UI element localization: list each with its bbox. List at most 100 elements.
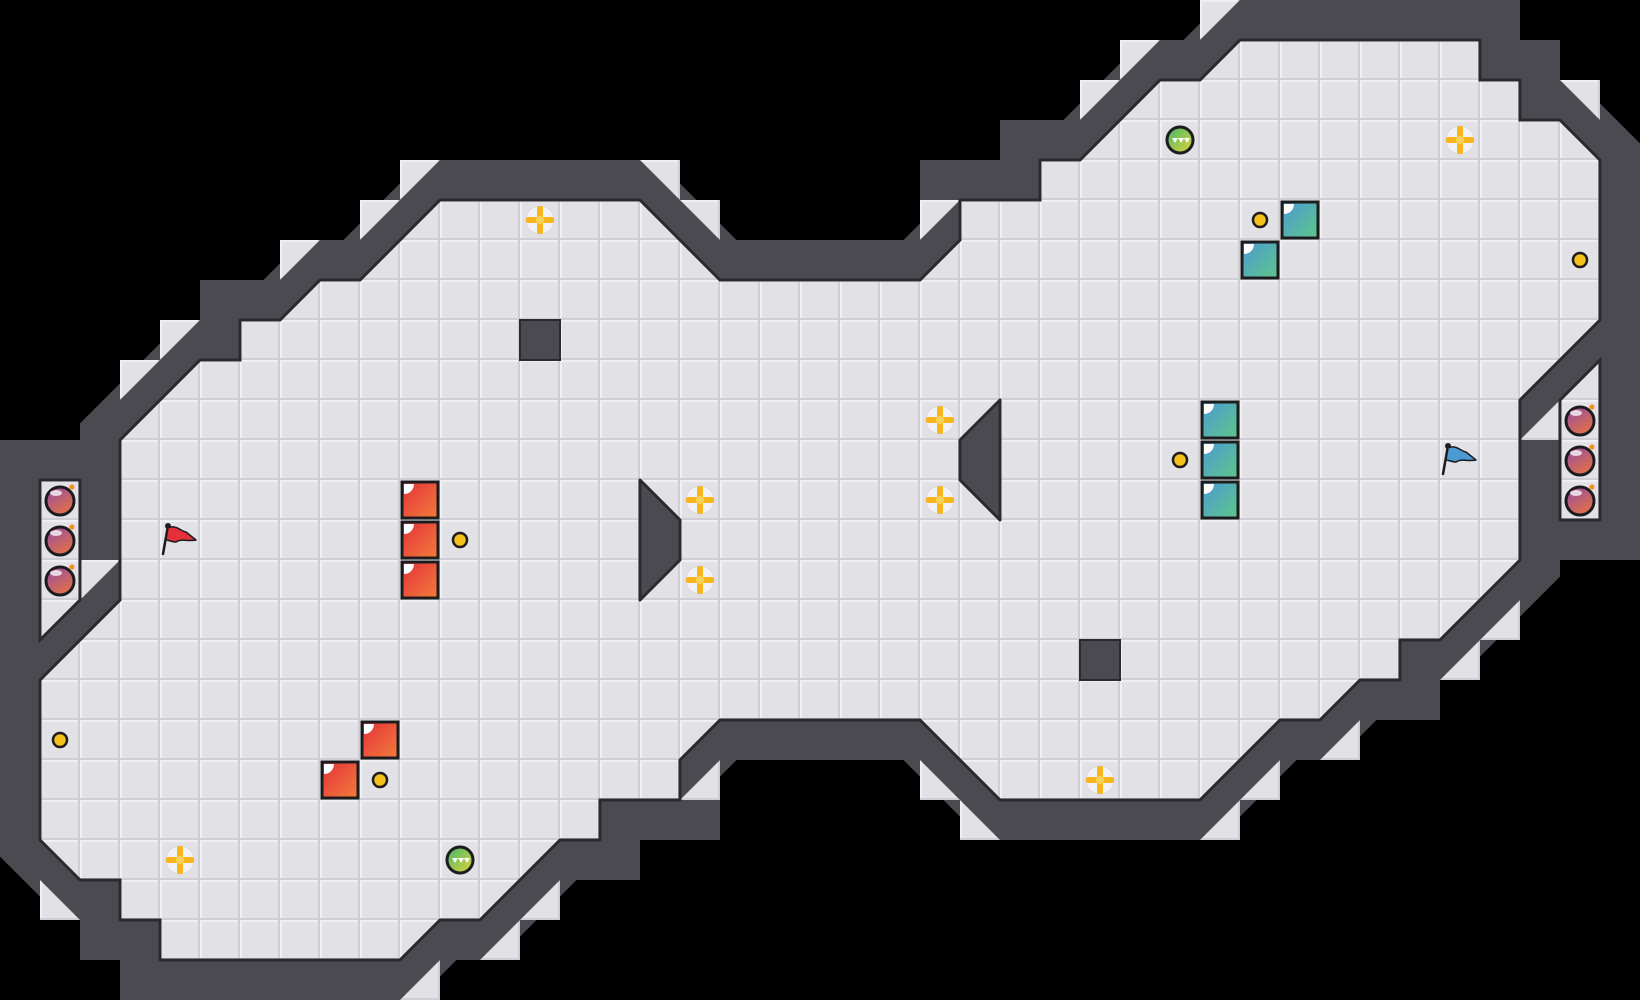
red-team-tile xyxy=(400,480,440,520)
red-team-tile xyxy=(400,520,440,560)
cross-center xyxy=(1096,776,1104,784)
entities xyxy=(44,125,1596,875)
boost-chevrons xyxy=(452,858,470,863)
blue-team-tile xyxy=(1200,480,1240,520)
corner-floor-triangle xyxy=(1080,80,1120,120)
corner-floor-triangle xyxy=(120,360,160,400)
yellow-dot-icon xyxy=(51,731,69,749)
tile-body xyxy=(1200,400,1240,440)
tile-body xyxy=(1280,200,1320,240)
blue-flag-icon xyxy=(1441,443,1477,476)
cross-center xyxy=(936,416,944,424)
tile-body xyxy=(1240,240,1280,280)
bomb-icon xyxy=(44,564,76,597)
yellow-dot-icon xyxy=(1251,211,1269,229)
bomb-fuse-spark xyxy=(1589,484,1595,490)
floor xyxy=(38,38,1602,962)
cross-center xyxy=(936,496,944,504)
bomb-fuse-spark xyxy=(69,564,75,570)
cross-center xyxy=(696,496,704,504)
yellow-dot-icon xyxy=(1171,451,1189,469)
flag-cloth xyxy=(1445,446,1477,463)
bomb-fuse-spark xyxy=(69,524,75,530)
wall-wedge xyxy=(958,398,1002,522)
corner-floor-triangle xyxy=(400,960,440,1000)
cross-center xyxy=(176,856,184,864)
tile-shine xyxy=(364,724,374,734)
bomb-shine xyxy=(1570,450,1582,456)
bomb-icon xyxy=(1564,444,1596,477)
blue-team-tile xyxy=(1280,200,1320,240)
corner-floor-triangle xyxy=(920,200,960,240)
powerup-cross-icon xyxy=(925,405,955,435)
corner-floor-triangle xyxy=(1200,0,1240,40)
wall-block xyxy=(1079,639,1121,681)
corner-floor-triangle xyxy=(640,160,680,200)
powerup-cross-icon xyxy=(685,485,715,515)
tile-shine xyxy=(404,524,414,534)
bomb-shine xyxy=(50,530,62,536)
wall-edge xyxy=(1558,356,1602,522)
corner-floor-triangle xyxy=(1560,80,1600,120)
yellow-dot-icon xyxy=(1571,251,1589,269)
corner-floor-triangle xyxy=(1520,400,1560,440)
bomb-shine xyxy=(1570,410,1582,416)
powerup-cross-icon xyxy=(525,205,555,235)
corner-floor-triangle xyxy=(920,760,960,800)
corner-floor-triangle xyxy=(1240,760,1280,800)
tile-shine xyxy=(1244,244,1254,254)
cross-center xyxy=(536,216,544,224)
cross-center xyxy=(696,576,704,584)
red-team-tile xyxy=(360,720,400,760)
tile-shine xyxy=(1204,484,1214,494)
red-team-tile xyxy=(320,760,360,800)
powerup-cross-icon xyxy=(1085,765,1115,795)
corner-floor-triangle xyxy=(1200,800,1240,840)
bomb-fuse-spark xyxy=(1589,404,1595,410)
powerup-cross-icon xyxy=(165,845,195,875)
bomb-alcove-floor xyxy=(40,480,80,640)
bomb-icon xyxy=(44,524,76,557)
bomb-icon xyxy=(1564,404,1596,437)
tile-shine xyxy=(404,564,414,574)
blue-team-tile xyxy=(1200,400,1240,440)
green-boost-icon xyxy=(445,845,475,875)
corner-floor-triangle xyxy=(40,880,80,920)
tile-shine xyxy=(404,484,414,494)
corner-floor-triangle xyxy=(1440,640,1480,680)
tile-body xyxy=(360,720,400,760)
corner-floor-triangle xyxy=(360,200,400,240)
bomb-shine xyxy=(50,570,62,576)
corner-floor-triangle xyxy=(160,320,200,360)
green-boost-icon xyxy=(1165,125,1195,155)
wall-edge xyxy=(38,38,1602,962)
tile-shine xyxy=(324,764,334,774)
bomb-icon xyxy=(1564,484,1596,517)
corner-floor-triangle xyxy=(1480,600,1520,640)
yellow-dot-icon xyxy=(451,531,469,549)
corner-floor-triangle xyxy=(1320,720,1360,760)
main-floor xyxy=(40,40,1600,960)
cross-center xyxy=(1456,136,1464,144)
corner-floor-triangle xyxy=(80,560,120,600)
red-team-tile xyxy=(400,560,440,600)
boost-chevrons xyxy=(1172,138,1190,143)
tile-shine xyxy=(1204,404,1214,414)
corner-floor-triangle xyxy=(480,920,520,960)
tile-shine xyxy=(1204,444,1214,454)
corner-floor-triangle xyxy=(680,200,720,240)
corner-floor-triangle xyxy=(520,880,560,920)
bomb-fuse-spark xyxy=(69,484,75,490)
blue-team-tile xyxy=(1200,440,1240,480)
corner-floor-triangle xyxy=(680,760,720,800)
powerup-cross-icon xyxy=(685,565,715,595)
corner-floor-triangle xyxy=(280,240,320,280)
bomb-alcove-floor xyxy=(1560,360,1600,520)
yellow-dot-icon xyxy=(371,771,389,789)
bomb-shine xyxy=(1570,490,1582,496)
bomb-fuse-spark xyxy=(1589,444,1595,450)
bomb-shine xyxy=(50,490,62,496)
bomb-icon xyxy=(44,484,76,517)
wall-wedge xyxy=(638,478,682,602)
